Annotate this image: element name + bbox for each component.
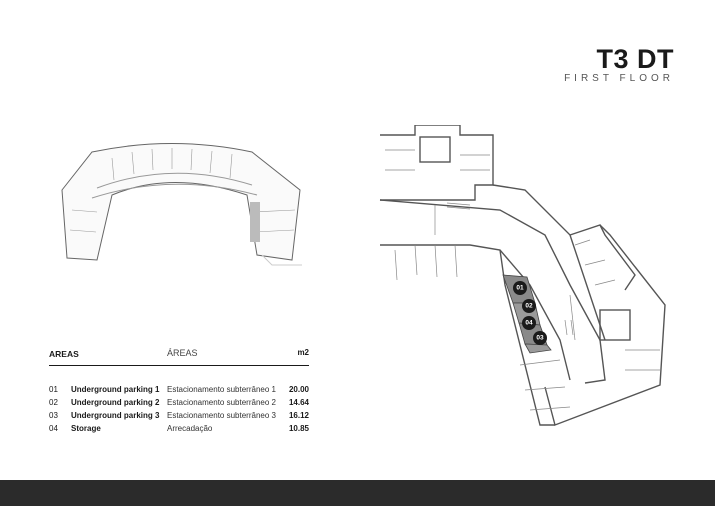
row-name-en: Underground parking 1 [71, 385, 160, 394]
svg-text:04: 04 [525, 320, 533, 327]
key-plan-thumbnail [61, 143, 302, 266]
svg-text:01: 01 [516, 285, 524, 292]
row-name-pt: Estacionamento subterrâneo 2 [167, 398, 276, 407]
table-row: 03 Underground parking 3 Estacionamento … [49, 411, 309, 424]
svg-text:03: 03 [536, 335, 544, 342]
row-name-en: Underground parking 2 [71, 398, 160, 407]
marker-04: 04 [522, 316, 536, 330]
areas-heading-en: AREAS [49, 349, 79, 359]
table-row: 01 Underground parking 1 Estacionamento … [49, 385, 309, 398]
areas-table-header: AREAS ÁREAS m2 [49, 347, 309, 366]
floor-subtitle: FIRST FLOOR [564, 73, 674, 84]
row-number: 03 [49, 411, 58, 420]
row-value: 16.12 [288, 411, 309, 420]
row-number: 01 [49, 385, 58, 394]
marker-03: 03 [533, 331, 547, 345]
footer-bar [0, 480, 715, 506]
row-number: 04 [49, 424, 58, 433]
areas-heading-pt: ÁREAS [167, 348, 198, 358]
unit-label: m2 [297, 348, 309, 357]
row-number: 02 [49, 398, 58, 407]
marker-02: 02 [522, 299, 536, 313]
table-row: 02 Underground parking 2 Estacionamento … [49, 398, 309, 411]
row-name-pt: Arrecadação [167, 424, 213, 433]
marker-01: 01 [513, 281, 527, 295]
row-name-pt: Estacionamento subterrâneo 1 [167, 385, 276, 394]
row-value: 20.00 [288, 385, 309, 394]
unit-title: T3 DT [596, 44, 674, 74]
floor-plan: 01 02 04 03 [379, 125, 666, 426]
table-row: 04 Storage Arrecadação 10.85 [49, 424, 309, 437]
row-name-en: Storage [71, 424, 101, 433]
row-name-en: Underground parking 3 [71, 411, 160, 420]
row-value: 14.64 [288, 398, 309, 407]
row-name-pt: Estacionamento subterrâneo 3 [167, 411, 276, 420]
svg-text:02: 02 [525, 303, 533, 310]
areas-table: AREAS ÁREAS m2 01 Underground parking 1 … [49, 347, 309, 437]
row-value: 10.85 [288, 424, 309, 433]
